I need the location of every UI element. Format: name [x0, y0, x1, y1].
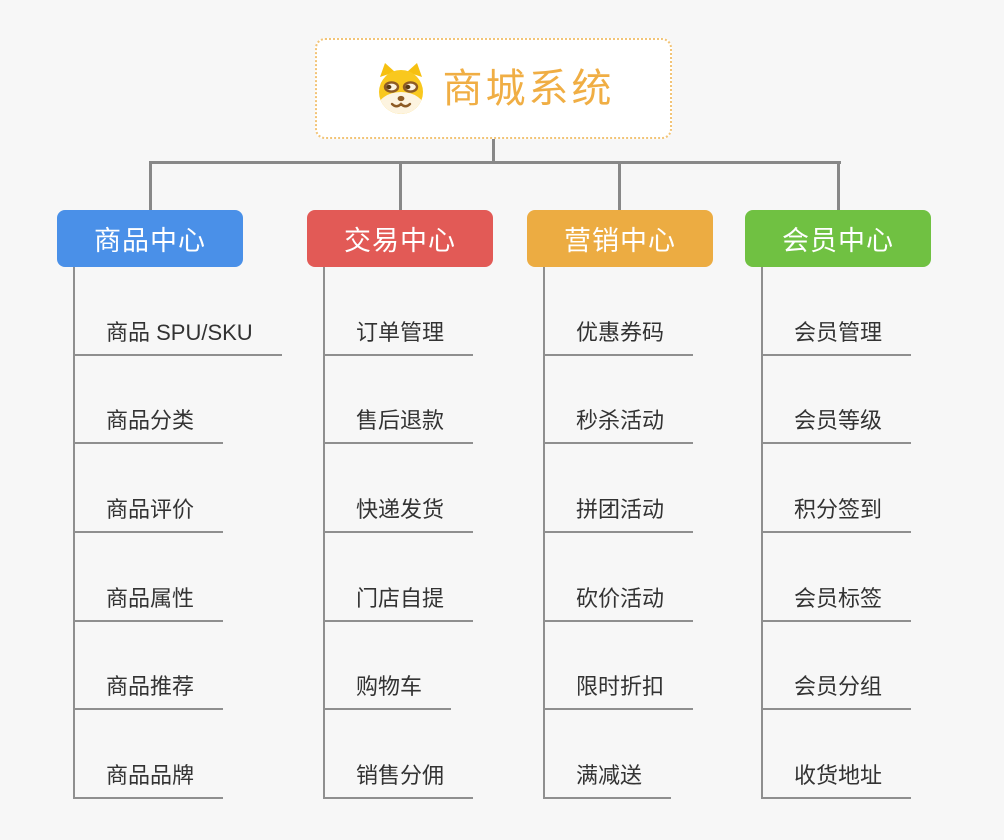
branch-spine-line: [73, 267, 75, 799]
connector-root-drop: [492, 139, 495, 163]
connector-stub-marketing: [618, 161, 621, 210]
child-topic[interactable]: 会员分组: [761, 673, 912, 711]
child-topic[interactable]: 秒杀活动: [543, 407, 694, 445]
branch-member-center: 会员中心 会员管理 会员等级 积分签到 会员标签 会员分组 收货地址: [745, 210, 931, 799]
connector-stub-product: [149, 161, 152, 210]
child-topic[interactable]: 商品评价: [73, 496, 224, 533]
child-topic[interactable]: 售后退款: [323, 407, 474, 445]
child-topic[interactable]: 门店自提: [323, 585, 474, 622]
child-topic[interactable]: 积分签到: [761, 496, 912, 533]
child-topic[interactable]: 收货地址: [761, 762, 912, 799]
child-topic[interactable]: 商品属性: [73, 585, 224, 622]
child-topic[interactable]: 订单管理: [323, 319, 474, 356]
branch-children: 订单管理 售后退款 快递发货 门店自提 购物车 销售分佣: [323, 267, 474, 799]
child-topic[interactable]: 拼团活动: [543, 496, 694, 533]
root-title: 商城系统: [442, 66, 615, 111]
child-topic[interactable]: 会员标签: [761, 585, 912, 622]
child-topic[interactable]: 销售分佣: [323, 762, 474, 799]
branch-spine-line: [323, 267, 325, 799]
child-topic[interactable]: 会员等级: [761, 407, 912, 445]
branch-node-trade-center[interactable]: 交易中心: [307, 210, 493, 267]
branch-spine-line: [543, 267, 545, 799]
branch-node-member-center[interactable]: 会员中心: [745, 210, 931, 267]
child-topic[interactable]: 限时折扣: [543, 673, 694, 711]
child-topic[interactable]: 商品推荐: [73, 673, 224, 711]
child-topic[interactable]: 优惠券码: [543, 319, 694, 356]
child-topic[interactable]: 商品品牌: [73, 762, 224, 799]
child-topic[interactable]: 购物车: [323, 673, 452, 711]
branch-product-center: 商品中心 商品 SPU/SKU 商品分类 商品评价 商品属性 商品推荐 商品品牌: [57, 210, 282, 799]
child-topic[interactable]: 砍价活动: [543, 585, 694, 622]
child-topic[interactable]: 会员管理: [761, 319, 912, 356]
branch-children: 会员管理 会员等级 积分签到 会员标签 会员分组 收货地址: [761, 267, 912, 799]
branch-node-product-center[interactable]: 商品中心: [57, 210, 243, 267]
child-topic[interactable]: 快递发货: [323, 496, 474, 533]
child-topic[interactable]: 满减送: [543, 762, 672, 799]
branch-children: 优惠券码 秒杀活动 拼团活动 砍价活动 限时折扣 满减送: [543, 267, 694, 799]
branch-marketing-center: 营销中心 优惠券码 秒杀活动 拼团活动 砍价活动 限时折扣 满减送: [527, 210, 713, 799]
branch-spine-line: [761, 267, 763, 799]
connector-stub-trade: [399, 161, 402, 210]
root-node-mall-system[interactable]: 商城系统: [315, 38, 672, 139]
child-topic[interactable]: 商品分类: [73, 407, 224, 445]
connector-stub-member: [837, 161, 840, 210]
branch-node-marketing-center[interactable]: 营销中心: [527, 210, 713, 267]
branch-children: 商品 SPU/SKU 商品分类 商品评价 商品属性 商品推荐 商品品牌: [73, 267, 282, 799]
child-topic[interactable]: 商品 SPU/SKU: [73, 319, 282, 356]
doge-icon: [378, 62, 423, 114]
branch-trade-center: 交易中心 订单管理 售后退款 快递发货 门店自提 购物车 销售分佣: [307, 210, 493, 799]
connector-horizontal-bar: [149, 161, 841, 164]
